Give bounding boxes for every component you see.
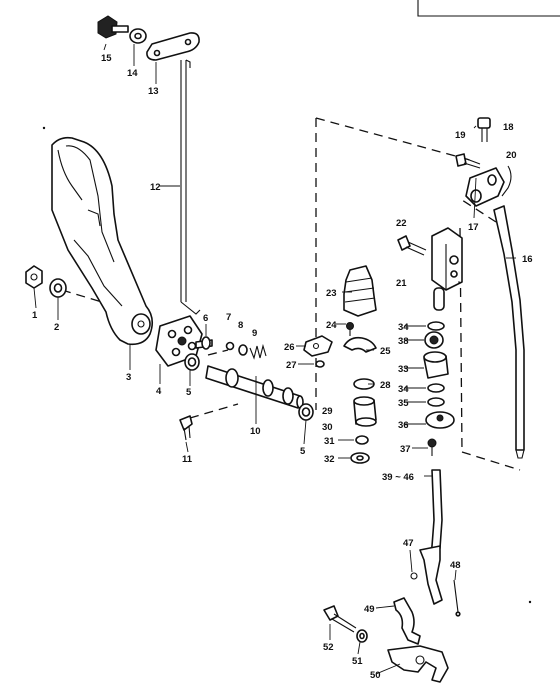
part-24-screw — [346, 322, 354, 336]
speck — [42, 126, 46, 130]
label-52: 52 — [323, 642, 334, 653]
label-14: 14 — [127, 68, 138, 79]
part-13-lever-plate — [146, 32, 200, 68]
label-50: 50 — [370, 670, 381, 681]
label-20: 20 — [506, 150, 517, 161]
label-27: 27 — [286, 360, 297, 371]
part-6-bolt — [195, 336, 213, 350]
label-10: 10 — [250, 426, 261, 437]
label-6: 6 — [203, 313, 208, 324]
label-8: 8 — [238, 320, 243, 331]
part-3-pedal-arm — [51, 136, 154, 346]
title-box-corner — [417, 0, 560, 17]
part-pin — [433, 287, 445, 311]
label-13: 13 — [148, 86, 159, 97]
alignment-lines — [61, 289, 239, 419]
leader-lines — [33, 43, 516, 675]
part-47-bracket — [410, 545, 443, 605]
part-52-bolt — [323, 605, 357, 633]
label-26: 26 — [284, 342, 295, 353]
part-11-bolt — [179, 415, 193, 441]
label-37: 37 — [400, 444, 411, 455]
part-25-clip — [343, 336, 377, 353]
label-32: 32 — [324, 454, 335, 465]
label-31: 31 — [324, 436, 335, 447]
speck — [528, 600, 532, 604]
part-22-bolt — [397, 235, 427, 256]
label-18: 18 — [503, 122, 514, 133]
label-48: 48 — [450, 560, 461, 571]
part-23-boot — [343, 265, 377, 317]
part-49-fork — [393, 597, 421, 645]
label-11: 11 — [182, 454, 193, 465]
label-1: 1 — [32, 310, 38, 321]
label-3: 3 — [126, 372, 131, 383]
label-51: 51 — [352, 656, 363, 667]
label-39-46: 39 ~ 46 — [382, 472, 414, 483]
part-32-washer — [350, 452, 370, 464]
part-10-shaft — [205, 365, 304, 409]
label-23: 23 — [326, 288, 337, 299]
part-5-ring-right — [298, 403, 314, 421]
label-19: 19 — [455, 130, 466, 141]
part-15-knob-bolt — [97, 15, 129, 39]
part-16-rod — [493, 205, 525, 459]
part-2-washer — [49, 278, 67, 298]
part-labels: 15 14 13 12 1 2 3 4 5 6 7 8 9 10 5 11 18… — [32, 53, 533, 681]
label-28: 28 — [380, 380, 391, 391]
label-29: 29 — [322, 406, 333, 417]
part-27-ring — [315, 360, 325, 368]
part-38-seal — [424, 331, 444, 349]
part-1-nut — [25, 265, 43, 289]
part-48-pin — [453, 579, 461, 617]
label-15: 15 — [101, 53, 112, 64]
label-36: 36 — [398, 420, 409, 431]
part-19-screw — [455, 153, 481, 169]
label-30: 30 — [322, 422, 333, 433]
part-7-ball — [225, 341, 235, 351]
label-33: 33 — [398, 364, 409, 375]
part-8-spring-washer — [238, 344, 248, 356]
part-12-rod — [180, 60, 201, 315]
label-5-right: 5 — [300, 446, 306, 457]
part-18-bolt — [477, 117, 491, 142]
part-51-washer — [356, 629, 368, 643]
part-36-cam-plate — [425, 411, 455, 429]
part-37-screw — [427, 438, 437, 456]
label-2: 2 — [54, 322, 59, 333]
label-4: 4 — [156, 386, 162, 397]
part-9-spring — [249, 343, 267, 360]
label-17: 17 — [468, 222, 479, 233]
part-20-clip — [501, 165, 512, 197]
label-9: 9 — [252, 328, 257, 339]
part-21-block — [431, 227, 463, 291]
label-47: 47 — [403, 538, 414, 549]
part-26-plate — [303, 335, 333, 357]
label-38: 38 — [398, 336, 409, 347]
label-25: 25 — [380, 346, 391, 357]
label-21: 21 — [396, 278, 407, 289]
label-34-top: 34 — [398, 322, 409, 333]
label-35: 35 — [398, 398, 409, 409]
label-24: 24 — [326, 320, 337, 331]
part-33-bushing — [423, 351, 449, 379]
part-17-clamp — [465, 167, 505, 207]
part-50-fork — [387, 645, 449, 683]
label-49: 49 — [364, 604, 375, 615]
label-22: 22 — [396, 218, 407, 229]
part-14-washer — [129, 28, 147, 44]
label-16: 16 — [522, 254, 533, 265]
part-5-ring-left — [184, 353, 200, 371]
label-7: 7 — [226, 312, 231, 323]
part-29-30-knob — [353, 396, 377, 427]
part-35-oring — [427, 397, 445, 407]
part-31-ring — [355, 435, 369, 445]
label-12: 12 — [150, 182, 161, 193]
part-34-oring-bottom — [427, 383, 445, 393]
label-5-left: 5 — [186, 387, 192, 398]
label-34-bottom: 34 — [398, 384, 409, 395]
part-34-oring-top — [427, 321, 445, 331]
